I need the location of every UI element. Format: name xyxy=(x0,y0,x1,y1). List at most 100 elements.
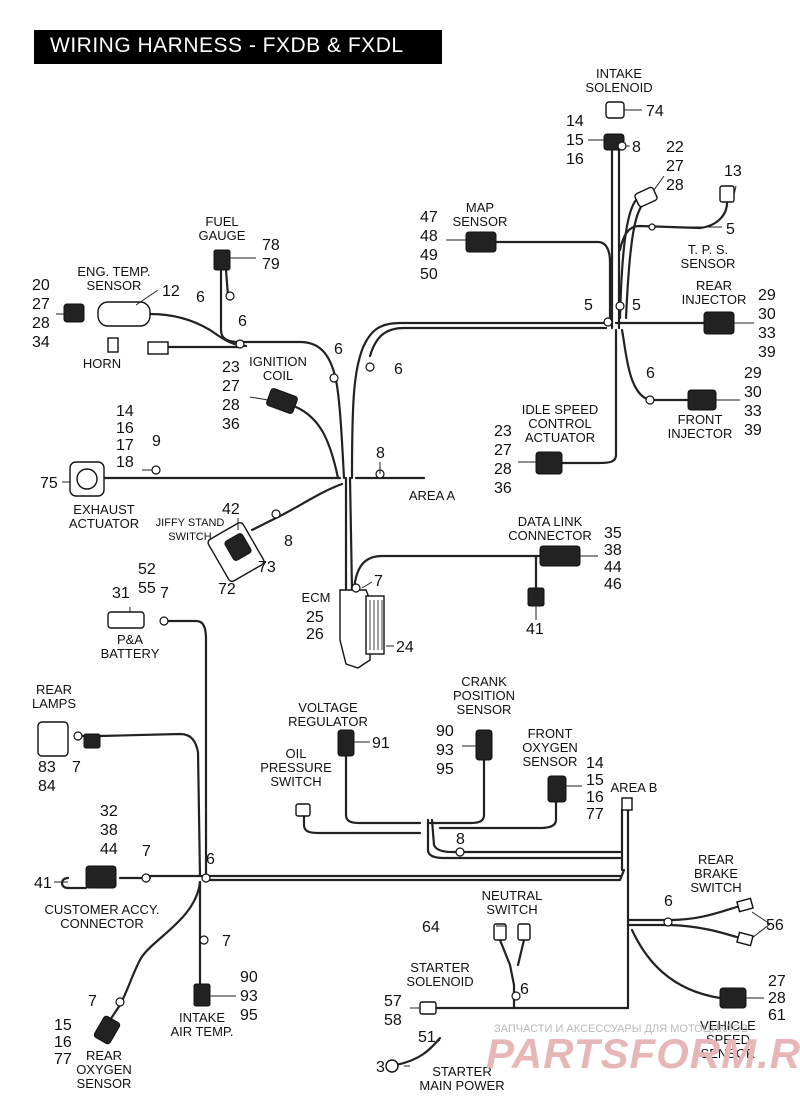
rear-lamps-connector xyxy=(37,721,69,757)
title-bar xyxy=(34,30,442,64)
map-sensor xyxy=(465,231,497,253)
clip-lower xyxy=(199,935,209,945)
clip-tps xyxy=(648,223,656,231)
area-b-stub xyxy=(621,797,633,811)
callout-neutral-switch: 64 xyxy=(422,919,440,936)
clip-harness-b xyxy=(365,362,375,372)
clip-neutral xyxy=(511,991,521,1001)
clip-exhaust xyxy=(151,465,161,475)
clip-node-right xyxy=(615,301,625,311)
label-customer-accy-connector: CUSTOMER ACCY.CONNECTOR xyxy=(44,902,159,931)
label-horn: HORN xyxy=(83,356,121,371)
clip-rear-brake xyxy=(663,917,673,927)
watermark: ЗАПЧАСТИ И АКСЕССУАРЫ ДЛЯ МОТОЦИКЛОВ PAR… xyxy=(486,1023,800,1077)
clip-customer-accy xyxy=(141,873,151,883)
rear-lamps-clip-body xyxy=(83,733,101,749)
tps-connector xyxy=(719,185,735,203)
callout-harness-clip-a: 6 xyxy=(334,341,343,358)
callout-jiffy-clip: 8 xyxy=(284,533,293,550)
callout-exhaust-clip: 9 xyxy=(152,433,161,450)
callout-neutral-clip: 6 xyxy=(520,981,529,998)
ecm xyxy=(339,589,371,669)
clip-pa-battery xyxy=(159,616,169,626)
eng-temp-sensor xyxy=(97,301,151,327)
jiffy-stand-connector xyxy=(224,533,252,561)
data-link-cap xyxy=(527,587,545,607)
data-link-connector xyxy=(539,545,581,567)
horn-terminal-2 xyxy=(107,337,119,353)
ecm-connector xyxy=(365,595,385,655)
rear-oxygen-connector xyxy=(93,1015,121,1045)
front-injector xyxy=(687,389,717,411)
neutral-switch-terminal-1 xyxy=(493,923,507,941)
map-harness-connector xyxy=(634,186,658,208)
clip-harness-a xyxy=(329,373,339,383)
leader-lines xyxy=(54,109,771,1067)
callout-rear-oxygen-clip: 7 xyxy=(88,993,97,1010)
voltage-regulator-connector xyxy=(337,729,355,757)
callout-rear-brake-switch: 56 xyxy=(766,917,784,934)
clip-intake xyxy=(617,141,627,151)
clip-center xyxy=(455,847,465,857)
clip-rear-lamps xyxy=(73,731,83,741)
callout-main-junction-clip: 6 xyxy=(206,851,215,868)
callout-rear-lamps-clip: 7 xyxy=(72,759,81,776)
label-tps-sensor: T. P. S.SENSOR xyxy=(681,242,736,271)
idle-speed-actuator-connector xyxy=(535,451,563,475)
watermark-logo: PARTSFORM.RU xyxy=(486,1030,800,1077)
starter-solenoid-terminal xyxy=(419,1001,437,1015)
callout-tps-clip: 5 xyxy=(726,221,735,238)
components xyxy=(37,101,754,1073)
clip-ecm xyxy=(351,583,361,593)
rear-injector xyxy=(703,311,735,335)
callout-customer-accy-left: 41 xyxy=(34,875,52,892)
callout-voltage-regulator: 91 xyxy=(372,735,390,752)
clip-rear-oxygen xyxy=(115,997,125,1007)
rear-brake-terminal-2 xyxy=(736,931,754,947)
label-ecm: ECM xyxy=(302,590,331,605)
clips xyxy=(73,141,673,1007)
callout-jiffy-bottom: 72 xyxy=(218,581,236,598)
callout-pa-battery-clip: 7 xyxy=(160,585,169,602)
rear-brake-terminal-1 xyxy=(736,897,754,913)
label-eng-temp-sensor: ENG. TEMP.SENSOR xyxy=(77,264,150,293)
customer-accy-connector xyxy=(85,865,117,889)
callout-pa-battery-left: 31 xyxy=(112,585,130,602)
callout-lower-clip: 7 xyxy=(222,933,231,950)
callout-clip-5-right: 5 xyxy=(632,297,641,314)
horn-terminal xyxy=(147,341,169,355)
intake-solenoid xyxy=(605,101,625,119)
